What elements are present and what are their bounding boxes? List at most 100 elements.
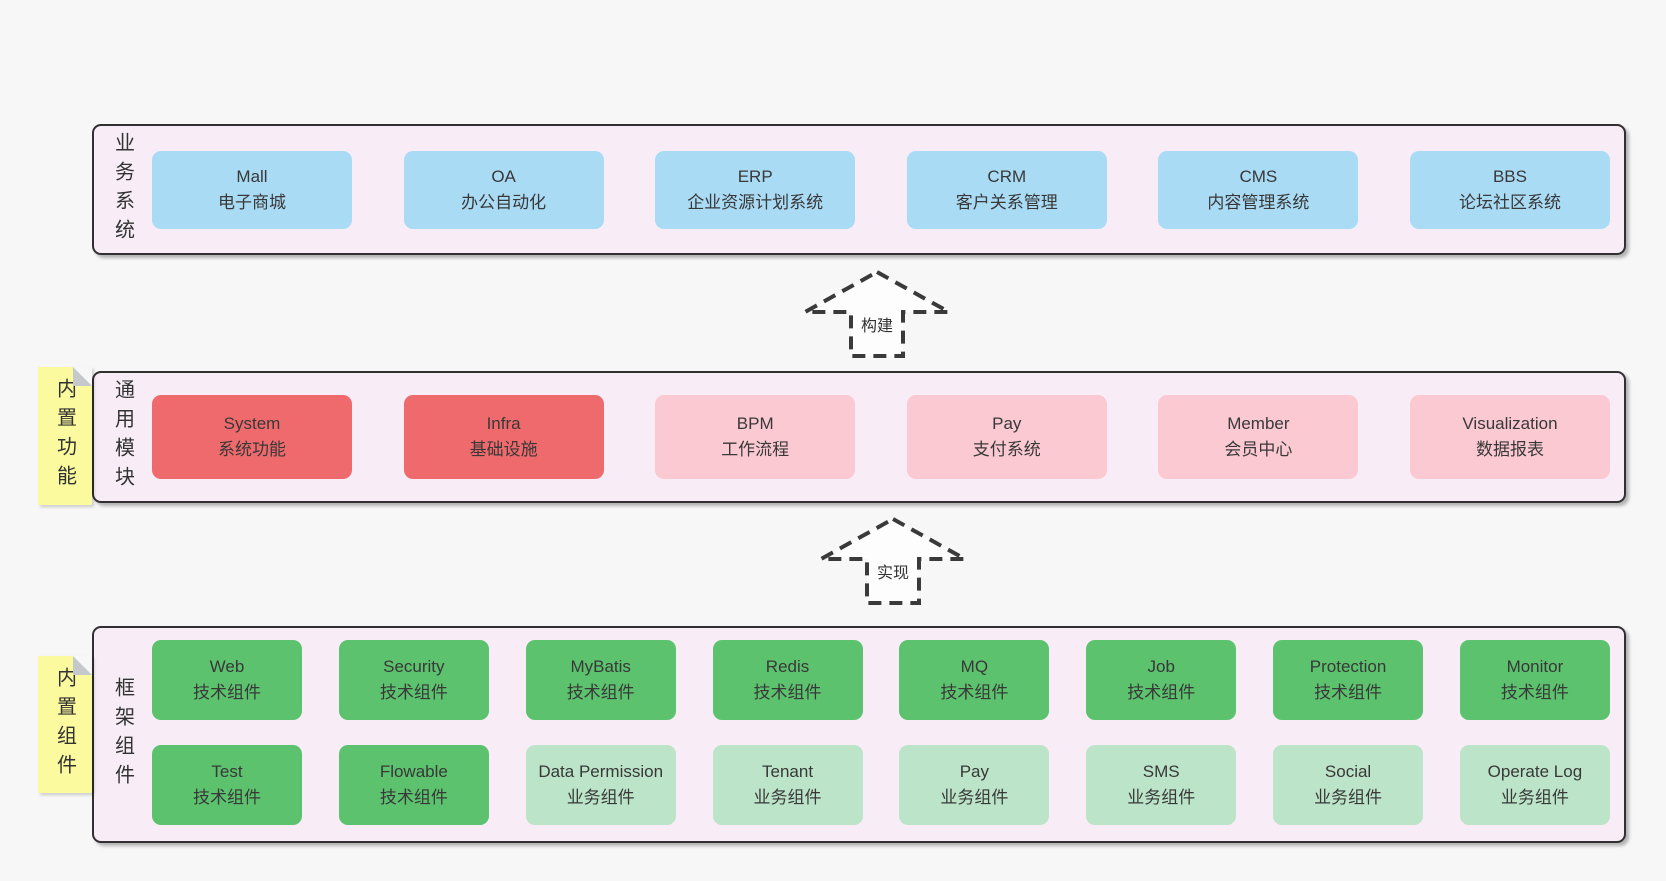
box-subtitle: 技术组件	[193, 788, 261, 807]
box-subtitle: 基础设施	[469, 440, 538, 459]
box-crm: CRM 客户关系管理	[906, 150, 1107, 229]
box-title: Monitor	[1506, 657, 1564, 676]
box-subtitle: 业务组件	[940, 788, 1009, 807]
box-subtitle: 技术组件	[1127, 683, 1196, 702]
build-arrow-icon: 构建	[797, 268, 957, 362]
box-subtitle: 内容管理系统	[1207, 192, 1310, 212]
layer-business-systems: 业务系统 Mall 电子商城 OA 办公自动化 ERP 企业资源计划系统 CRM…	[92, 124, 1626, 255]
box-web: Web 技术组件	[152, 640, 302, 720]
layer-label-framework-components: 框架组件	[111, 676, 134, 793]
box-subtitle: 技术组件	[193, 683, 261, 702]
box-operate-log: Operate Log 业务组件	[1459, 745, 1610, 825]
box-subtitle: 办公自动化	[461, 192, 547, 212]
box-title: Pay	[992, 414, 1022, 433]
box-subtitle: 业务组件	[1314, 788, 1383, 807]
box-title: BPM	[736, 414, 774, 433]
box-title: Mall	[236, 166, 268, 186]
implement-arrow-icon: 实现	[813, 515, 973, 609]
box-subtitle: 技术组件	[1500, 683, 1569, 702]
box-subtitle: 论坛社区系统	[1458, 192, 1561, 212]
box-title: SMS	[1142, 762, 1180, 781]
box-title: Operate Log	[1487, 762, 1583, 781]
box-subtitle: 业务组件	[1500, 788, 1569, 807]
box-flowable: Flowable 技术组件	[338, 745, 489, 825]
box-protection: Protection 技术组件	[1273, 640, 1424, 720]
box-pay-module: Pay 支付系统	[906, 395, 1107, 479]
box-title: System	[223, 414, 281, 433]
box-title: Flowable	[379, 762, 448, 781]
box-title: MQ	[960, 657, 989, 676]
implement-arrow-label: 实现	[872, 558, 914, 585]
box-infra: Infra 基础设施	[403, 395, 604, 479]
layer-common-modules: 通用模块 System 系统功能 Infra 基础设施 BPM 工作流程 Pay…	[92, 371, 1626, 503]
box-mq: MQ 技术组件	[899, 640, 1050, 720]
sticky-note-built-in-features: 内置功能	[38, 367, 92, 505]
box-security: Security 技术组件	[338, 640, 489, 720]
box-subtitle: 技术组件	[566, 683, 635, 702]
box-title: OA	[491, 166, 516, 186]
box-pay-component: Pay 业务组件	[899, 745, 1050, 825]
box-subtitle: 业务组件	[753, 788, 822, 807]
box-title: Member	[1227, 414, 1290, 433]
box-redis: Redis 技术组件	[712, 640, 863, 720]
box-title: Test	[211, 762, 243, 781]
box-cms: CMS 内容管理系统	[1158, 150, 1359, 229]
box-sms: SMS 业务组件	[1086, 745, 1237, 825]
box-subtitle: 客户关系管理	[955, 192, 1058, 212]
box-subtitle: 业务组件	[1127, 788, 1196, 807]
box-title: BBS	[1492, 166, 1527, 186]
box-social: Social 业务组件	[1273, 745, 1424, 825]
layer-label-common-modules: 通用模块	[111, 379, 134, 495]
box-subtitle: 业务组件	[566, 788, 635, 807]
box-bpm: BPM 工作流程	[655, 395, 856, 479]
box-subtitle: 技术组件	[379, 788, 448, 807]
box-title: Security	[383, 657, 445, 676]
layer-framework-components: 框架组件 Web 技术组件 Security 技术组件 MyBatis 技术组件…	[92, 626, 1626, 843]
business-systems-row: Mall 电子商城 OA 办公自动化 ERP 企业资源计划系统 CRM 客户关系…	[152, 126, 1624, 253]
box-data-permission: Data Permission 业务组件	[525, 745, 676, 825]
tech-components-row: Web 技术组件 Security 技术组件 MyBatis 技术组件 Redi…	[152, 640, 1610, 720]
box-title: Visualization	[1462, 414, 1558, 433]
box-title: Job	[1147, 657, 1175, 676]
sticky-note-built-in-components: 内置组件	[38, 656, 92, 793]
box-subtitle: 工作流程	[721, 440, 790, 459]
box-title: Pay	[959, 762, 990, 781]
box-oa: OA 办公自动化	[403, 150, 604, 229]
box-member: Member 会员中心	[1158, 395, 1359, 479]
box-visualization: Visualization 数据报表	[1409, 395, 1610, 479]
box-title: Protection	[1309, 657, 1387, 676]
biz-components-row: Test 技术组件 Flowable 技术组件 Data Permission …	[152, 745, 1610, 825]
box-title: CMS	[1239, 166, 1278, 186]
box-subtitle: 电子商城	[218, 192, 286, 212]
box-title: MyBatis	[570, 657, 631, 676]
box-subtitle: 技术组件	[379, 683, 448, 702]
box-monitor: Monitor 技术组件	[1459, 640, 1610, 720]
box-subtitle: 技术组件	[753, 683, 822, 702]
box-subtitle: 技术组件	[1314, 683, 1383, 702]
box-subtitle: 技术组件	[940, 683, 1009, 702]
layer-label-business-systems: 业务系统	[111, 131, 134, 248]
box-system: System 系统功能	[152, 395, 352, 479]
box-bbs: BBS 论坛社区系统	[1409, 150, 1610, 229]
box-erp: ERP 企业资源计划系统	[655, 150, 856, 229]
box-title: Redis	[765, 657, 810, 676]
box-subtitle: 系统功能	[218, 440, 286, 459]
box-mall: Mall 电子商城	[152, 150, 352, 229]
box-subtitle: 会员中心	[1224, 440, 1293, 459]
box-mybatis: MyBatis 技术组件	[525, 640, 676, 720]
box-title: Tenant	[762, 762, 814, 781]
box-subtitle: 企业资源计划系统	[687, 192, 824, 212]
box-tenant: Tenant 业务组件	[712, 745, 863, 825]
box-job: Job 技术组件	[1086, 640, 1237, 720]
box-title: Data Permission	[538, 762, 664, 781]
box-title: CRM	[987, 166, 1027, 186]
build-arrow-label: 构建	[856, 311, 898, 338]
box-subtitle: 数据报表	[1475, 440, 1544, 459]
box-subtitle: 支付系统	[972, 440, 1041, 459]
box-title: Infra	[486, 414, 521, 433]
box-test: Test 技术组件	[152, 745, 302, 825]
framework-components-grid: Web 技术组件 Security 技术组件 MyBatis 技术组件 Redi…	[152, 628, 1624, 841]
box-title: Web	[209, 657, 245, 676]
box-title: ERP	[737, 166, 773, 186]
